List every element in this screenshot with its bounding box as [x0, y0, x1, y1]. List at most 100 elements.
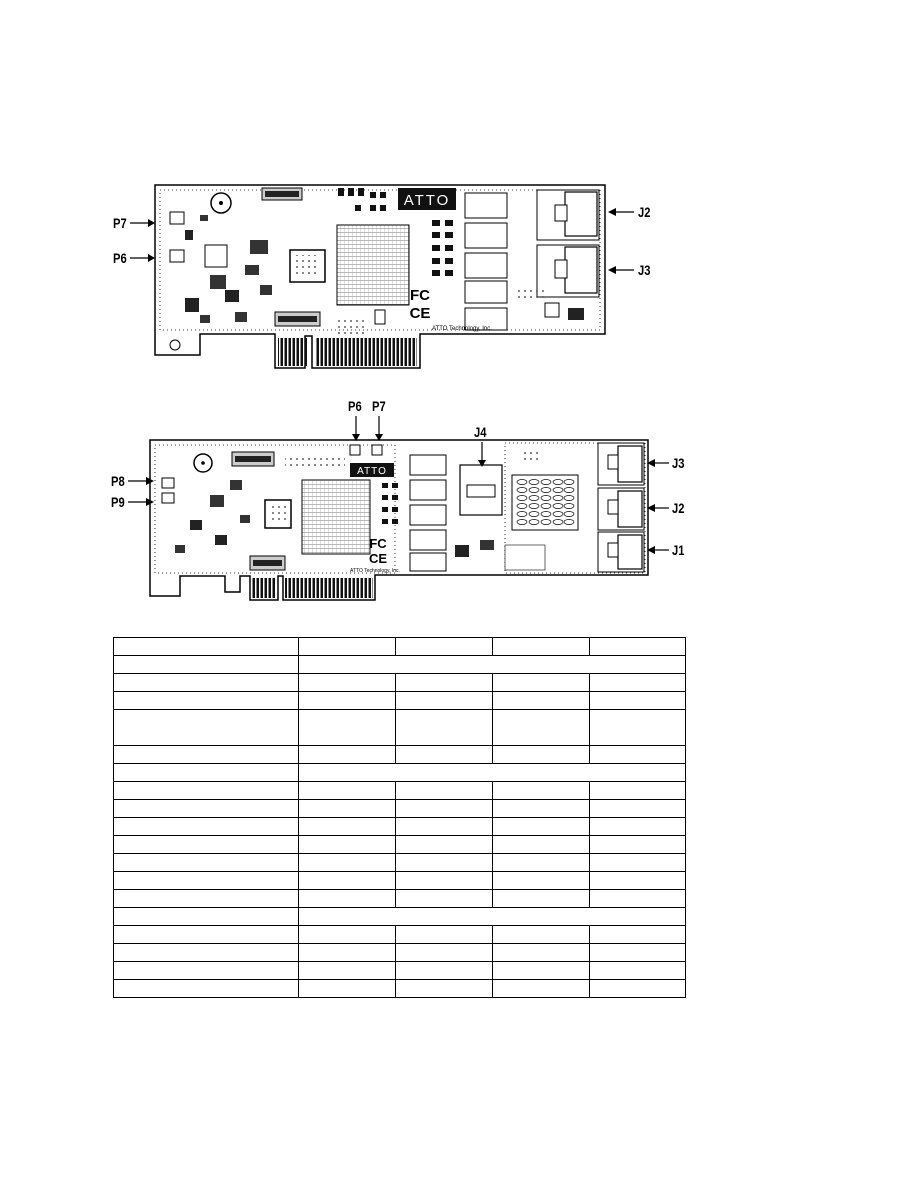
- table-cell: [298, 709, 396, 746]
- table-cell: [395, 691, 493, 710]
- table-cell: [298, 979, 396, 998]
- table-cell: [395, 925, 493, 944]
- table-cell: [298, 691, 396, 710]
- table-cell: [492, 745, 590, 764]
- atto-logo-box: [350, 463, 394, 477]
- table-cell: [589, 637, 686, 656]
- table-cell: [298, 871, 396, 890]
- table-cell: [589, 961, 686, 980]
- table-cell: [395, 979, 493, 998]
- atto-logo-box: [398, 188, 456, 210]
- spec-table: [113, 637, 686, 998]
- table-cell: [395, 835, 493, 854]
- atto-logo-text: ATTO: [404, 192, 451, 209]
- callout-p7-top: P7: [113, 215, 127, 231]
- table-cell: [395, 961, 493, 980]
- table-cell: [589, 817, 686, 836]
- table-cell: [113, 817, 299, 836]
- table-cell: [113, 853, 299, 872]
- table-cell: [113, 763, 299, 782]
- table-row: [113, 637, 686, 656]
- table-cell: [298, 763, 686, 782]
- table-row: [113, 979, 686, 998]
- callout-j2-bottom: J2: [672, 500, 685, 516]
- ce-mark: CE: [410, 305, 431, 322]
- table-cell: [492, 709, 590, 746]
- pcie-edge-fingers: [278, 338, 308, 366]
- table-cell: [113, 745, 299, 764]
- table-cell: [113, 889, 299, 908]
- table-cell: [298, 925, 396, 944]
- table-cell: [113, 673, 299, 692]
- table-cell: [395, 943, 493, 962]
- table-cell: [298, 655, 686, 674]
- callout-p9: P9: [111, 494, 125, 510]
- table-section-row: [113, 655, 686, 674]
- callout-j1-bottom: J1: [672, 542, 685, 558]
- table-cell: [113, 907, 299, 926]
- table-cell: [492, 889, 590, 908]
- fcc-mark: FC: [410, 287, 430, 304]
- table-row: [113, 673, 686, 692]
- table-cell: [589, 691, 686, 710]
- table-cell: [492, 781, 590, 800]
- table-cell: [492, 799, 590, 818]
- table-cell: [395, 817, 493, 836]
- table-row: [113, 853, 686, 872]
- table-cell: [298, 673, 396, 692]
- table-section-row: [113, 763, 686, 782]
- table-cell: [589, 979, 686, 998]
- table-cell: [395, 853, 493, 872]
- table-row: [113, 925, 686, 944]
- table-cell: [395, 889, 493, 908]
- arrow-icon: [478, 442, 486, 467]
- table-row: [113, 781, 686, 800]
- board-diagram-top: ATTO FC CE ATTO Technology, Inc.: [154, 184, 606, 369]
- callout-p6-bottom: P6: [348, 398, 362, 414]
- table-cell: [113, 655, 299, 674]
- table-cell: [298, 745, 396, 764]
- table-cell: [589, 835, 686, 854]
- table-cell: [492, 961, 590, 980]
- table-cell: [492, 853, 590, 872]
- arrow-icon: [647, 459, 669, 467]
- table-row: [113, 709, 686, 746]
- arrow-icon: [647, 546, 669, 554]
- table-row: [113, 961, 686, 980]
- table-cell: [395, 709, 493, 746]
- table-cell: [395, 781, 493, 800]
- table-cell: [113, 961, 299, 980]
- table-cell: [113, 691, 299, 710]
- table-cell: [492, 835, 590, 854]
- table-cell: [113, 979, 299, 998]
- table-cell: [298, 781, 396, 800]
- table-cell: [298, 943, 396, 962]
- table-cell: [113, 709, 299, 746]
- table-cell: [298, 835, 396, 854]
- table-cell: [395, 799, 493, 818]
- table-cell: [589, 781, 686, 800]
- table-cell: [589, 889, 686, 908]
- callout-p8: P8: [111, 473, 125, 489]
- heatsink: [336, 224, 410, 306]
- table-cell: [589, 799, 686, 818]
- table-cell: [492, 817, 590, 836]
- table-cell: [113, 925, 299, 944]
- table-row: [113, 871, 686, 890]
- table-cell: [298, 853, 396, 872]
- table-cell: [492, 691, 590, 710]
- table-cell: [589, 853, 686, 872]
- heatsink: [301, 479, 371, 555]
- table-cell: [492, 925, 590, 944]
- table-cell: [298, 889, 396, 908]
- arrow-icon: [130, 219, 155, 227]
- fcc-mark: FC: [369, 536, 387, 551]
- company-text: ATTO Technology, Inc.: [432, 326, 492, 332]
- table-row: [113, 943, 686, 962]
- ce-mark: CE: [369, 551, 387, 566]
- arrow-icon: [608, 266, 634, 274]
- arrow-icon: [647, 504, 669, 512]
- table-cell: [113, 943, 299, 962]
- table-cell: [589, 745, 686, 764]
- arrow-icon: [128, 477, 154, 485]
